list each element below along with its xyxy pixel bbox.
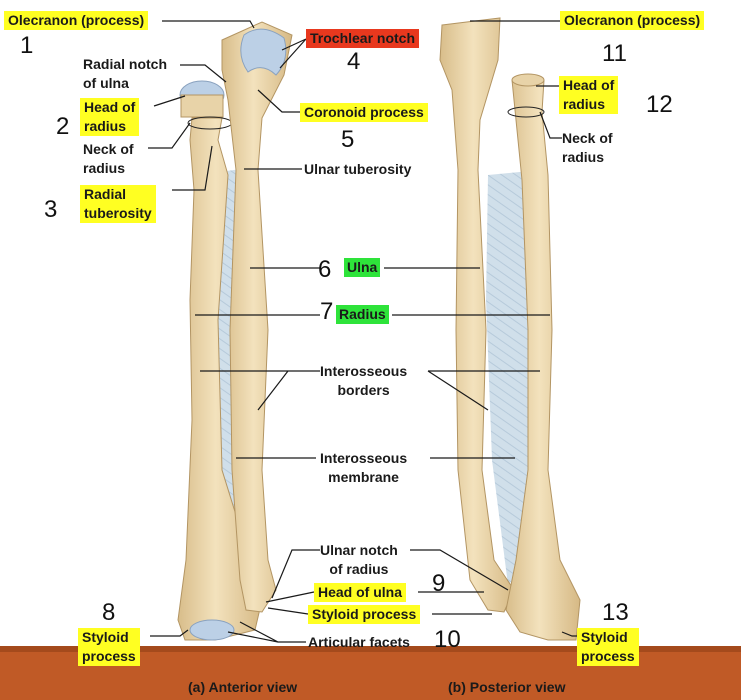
label-head-of-radius-left: Head of radius	[80, 98, 140, 136]
leader-ulnar-notch-right	[410, 549, 509, 591]
number-3: 3	[44, 196, 58, 223]
label-trochlear-notch: Trochlear notch	[306, 29, 420, 48]
label-head-of-ulna: Head of ulna	[314, 583, 407, 602]
label-styloid-process-right: Styloid process	[577, 628, 639, 666]
leader-olecranon-left	[162, 20, 255, 29]
label-interosseous-borders: Interosseous borders	[320, 363, 408, 398]
number-2: 2	[56, 113, 70, 140]
leader-head-ulna	[265, 591, 484, 603]
leader-neck-radius-left	[148, 122, 191, 149]
label-styloid-process-left: Styloid process	[78, 628, 140, 666]
leader-neck-radius-right	[539, 111, 562, 139]
leader-radial-tuberosity	[172, 145, 213, 191]
label-neck-of-radius-left: Neck of radius	[83, 141, 134, 176]
leader-ulnar-notch-left	[271, 549, 320, 599]
leader-articular-facets	[227, 621, 306, 643]
anterior-radius-bone	[177, 117, 263, 641]
leader-head-radius-left	[153, 95, 186, 107]
label-olecranon-left: Olecranon (process)	[4, 11, 149, 30]
label-radial-notch-of-ulna: Radial notch of ulna	[83, 56, 168, 91]
caption-anterior-view: (a) Anterior view	[188, 679, 298, 695]
anterior-radius-head-side	[180, 94, 224, 118]
leader-borders-left	[200, 370, 320, 411]
leader-styloid-left	[150, 629, 189, 637]
number-6: 6	[318, 256, 332, 283]
leader-coronoid	[257, 89, 300, 113]
number-12: 12	[646, 91, 673, 118]
label-ulnar-tuberosity: Ulnar tuberosity	[304, 161, 412, 177]
label-ulna: Ulna	[344, 258, 381, 277]
label-ulnar-notch-of-radius: Ulnar notch of radius	[320, 542, 398, 577]
anterior-trochlear-cartilage	[240, 28, 287, 76]
floor-shadow	[0, 646, 741, 652]
number-8: 8	[102, 599, 116, 626]
number-13: 13	[602, 599, 629, 626]
label-radial-tuberosity: Radial tuberosity	[80, 185, 156, 223]
label-articular-facets: Articular facets	[308, 634, 410, 650]
anterior-ulna-bone	[221, 21, 293, 613]
leader-trochlear-notch	[279, 38, 307, 69]
number-9: 9	[432, 570, 446, 597]
posterior-radius-neck	[507, 106, 545, 118]
label-styloid-process-center: Styloid process	[308, 605, 421, 624]
number-10: 10	[434, 626, 461, 653]
leader-radial-notch	[180, 64, 227, 83]
leader-lines	[148, 20, 580, 643]
anterior-articular-facet	[189, 619, 235, 641]
number-11: 11	[602, 40, 627, 67]
label-radius: Radius	[336, 305, 389, 324]
label-olecranon-right: Olecranon (process)	[560, 11, 705, 30]
label-coronoid-process: Coronoid process	[300, 103, 428, 122]
caption-posterior-view: (b) Posterior view	[448, 679, 566, 695]
leader-styloid-center	[267, 607, 492, 615]
number-1: 1	[20, 32, 34, 59]
number-4: 4	[347, 48, 361, 75]
label-head-of-radius-right: Head of radius	[559, 76, 619, 114]
label-neck-of-radius-right: Neck of radius	[562, 130, 613, 165]
leader-borders-right	[427, 370, 540, 411]
label-interosseous-membrane: Interosseous membrane	[320, 450, 408, 485]
posterior-radius-head	[511, 73, 545, 87]
number-5: 5	[341, 126, 355, 153]
number-7: 7	[320, 298, 334, 325]
posterior-radius-bone	[505, 79, 581, 641]
